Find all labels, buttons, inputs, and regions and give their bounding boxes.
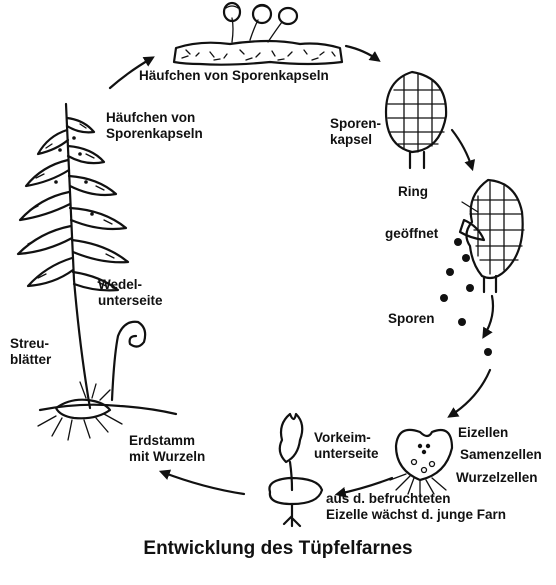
label-sperm-cells: Samenzellen [460, 447, 542, 463]
label-frond-underside: Wedel- unterseite [98, 277, 163, 309]
mature-fern [18, 104, 176, 440]
label-prothallium-underside: Vorkeim- unterseite [314, 430, 379, 462]
label-opened: geöffnet [385, 226, 438, 242]
label-ring: Ring [398, 184, 428, 200]
label-rhizome: Erdstamm mit Wurzeln [129, 433, 205, 465]
leaf-section-with-sporangia [174, 3, 342, 65]
label-root-cells: Wurzelzellen [456, 470, 538, 486]
released-spores [440, 238, 492, 356]
label-top-sporangia-cluster: Häufchen von Sporenkapseln [139, 68, 329, 84]
label-young-fern: aus d. befruchteten Eizelle wächst d. ju… [326, 491, 506, 523]
opened-sporangium [460, 180, 524, 292]
closed-sporangium [386, 72, 446, 168]
label-frond-sporangia-cluster: Häufchen von Sporenkapseln [106, 110, 203, 142]
diagram-caption: Entwicklung des Tüpfelfarnes [0, 538, 556, 560]
label-sporangium: Sporen- kapsel [330, 116, 381, 148]
prothallium [390, 430, 452, 496]
label-scale-leaves: Streu- blätter [10, 336, 51, 368]
label-egg-cells: Eizellen [458, 425, 508, 441]
label-spores: Sporen [388, 311, 435, 327]
